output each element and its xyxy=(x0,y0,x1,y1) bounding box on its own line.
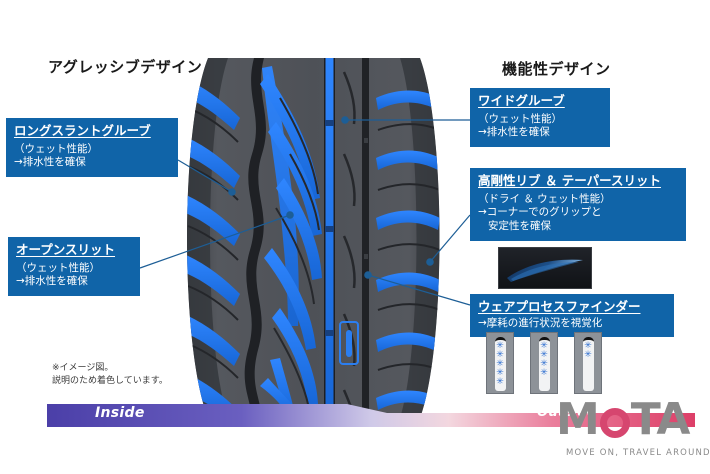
callout-line-1: （ウェット性能） xyxy=(14,142,98,155)
wear-slot: ✳✳✳✳ xyxy=(538,337,550,391)
wear-mark: ✳ xyxy=(540,359,548,369)
heading-functional-design: 機能性デザイン xyxy=(502,60,611,78)
wear-process-finder-indicators: ✳✳✳✳✳ ✳✳✳✳ ✳✳ xyxy=(486,332,606,394)
wear-mark: ✳ xyxy=(540,341,548,351)
wear-mark: ✳ xyxy=(496,350,504,360)
tire-tread-svg xyxy=(187,58,440,418)
callout-title: ロングスラントグルーブ xyxy=(14,123,151,138)
wear-mark: ✳ xyxy=(584,350,592,360)
callout-line-2: →排水性を確保 xyxy=(478,126,550,139)
wear-indicator-stage-1: ✳✳✳✳✳ xyxy=(486,332,514,394)
disclaimer-line-1: ※イメージ図。 xyxy=(52,363,114,373)
wear-mark: ✳ xyxy=(496,359,504,369)
wear-mark: ✳ xyxy=(496,377,504,387)
wear-mark: ✳ xyxy=(496,368,504,378)
wear-mark: ✳ xyxy=(584,341,592,351)
wear-mark: ✳ xyxy=(496,341,504,351)
mota-letter-m: M xyxy=(556,394,600,445)
callout-line-2: →排水性を確保 xyxy=(16,275,88,288)
callout-line-2: →コーナーでのグリップと xyxy=(478,206,602,219)
callout-title: 高剛性リブ ＆ テーパースリット xyxy=(478,173,661,188)
callout-line-2: →排水性を確保 xyxy=(14,156,86,169)
callout-open-slit[interactable]: オープンスリット （ウェット性能） →排水性を確保 xyxy=(8,237,140,297)
banner-label-outside: Outside xyxy=(537,405,596,420)
callout-line-1: （ウェット性能） xyxy=(478,112,562,125)
mota-wordmark: M o TA xyxy=(556,394,691,445)
direction-banner: Inside Outside xyxy=(47,401,695,427)
heading-aggressive-design: アグレッシブデザイン xyxy=(48,58,203,76)
callout-wide-groove[interactable]: ワイドグルーブ （ウェット性能） →排水性を確保 xyxy=(470,88,610,148)
taper-slit-inset-photo xyxy=(498,247,592,289)
wear-slot: ✳✳✳✳✳ xyxy=(494,337,506,391)
wear-indicator-stage-3: ✳✳ xyxy=(574,332,602,394)
tire-wear-finder-marker xyxy=(339,321,359,365)
tire-illustration xyxy=(168,58,458,418)
mota-tagline: MOVE ON, TRAVEL AROUND xyxy=(566,448,710,458)
callout-line-3: 安定性を確保 xyxy=(488,220,551,233)
callout-line-1: （ウェット性能） xyxy=(16,261,100,274)
wear-slot: ✳✳ xyxy=(582,337,594,391)
mota-letters-ta: TA xyxy=(630,394,691,445)
taper-slit-detail-icon xyxy=(499,248,591,288)
direction-banner-shape xyxy=(47,404,695,427)
mota-logo: M o TA MOVE ON, TRAVEL AROUND xyxy=(556,394,710,460)
banner-label-inside: Inside xyxy=(95,405,145,421)
callout-long-slant-groove[interactable]: ロングスラントグルーブ （ウェット性能） →排水性を確保 xyxy=(6,118,178,178)
callout-line-1: （ドライ ＆ ウェット性能） xyxy=(478,192,611,205)
wear-mark: ✳ xyxy=(540,350,548,360)
wear-mark: ✳ xyxy=(540,368,548,378)
mota-o-ring-icon xyxy=(599,408,630,438)
callout-title: ウェアプロセスファインダー xyxy=(478,299,641,314)
callout-rigid-rib-taper-slit[interactable]: 高剛性リブ ＆ テーパースリット （ドライ ＆ ウェット性能） →コーナーでのグ… xyxy=(470,168,686,242)
callout-title: ワイドグルーブ xyxy=(478,93,565,108)
callout-title: オープンスリット xyxy=(16,242,116,257)
wear-indicator-stage-2: ✳✳✳✳ xyxy=(530,332,558,394)
callout-wear-process-finder[interactable]: ウェアプロセスファインダー →摩耗の進行状況を視覚化 xyxy=(470,294,674,338)
disclaimer-note: ※イメージ図。 説明のため着色しています。 xyxy=(52,362,168,388)
disclaimer-line-2: 説明のため着色しています。 xyxy=(52,376,168,387)
callout-line-1: →摩耗の進行状況を視覚化 xyxy=(478,316,603,329)
